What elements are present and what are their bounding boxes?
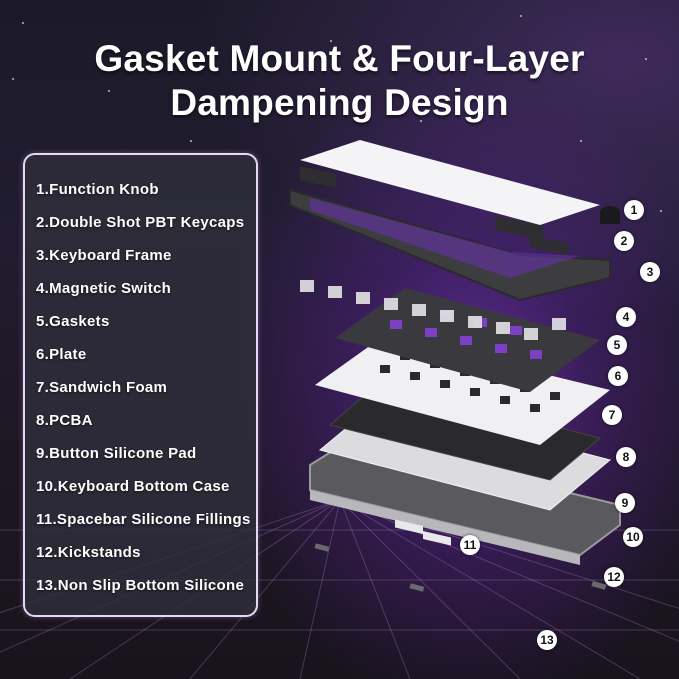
callout-badge-10: 10 [623, 527, 643, 547]
component-item-plate: 6.Plate [36, 346, 87, 363]
component-item-silicone-pad: 9.Button Silicone Pad [36, 445, 197, 462]
callout-badge-6: 6 [608, 366, 628, 386]
component-item-keycaps: 2.Double Shot PBT Keycaps [36, 214, 245, 231]
callout-badge-11: 11 [460, 535, 480, 555]
components-legend-panel: 1.Function Knob 2.Double Shot PBT Keycap… [23, 153, 258, 617]
component-item-switch: 4.Magnetic Switch [36, 280, 172, 297]
callout-badge-4: 4 [616, 307, 636, 327]
callout-badge-1: 1 [624, 200, 644, 220]
keyboard-exploded-view [280, 140, 640, 600]
component-item-gaskets: 5.Gaskets [36, 313, 110, 330]
component-item-pcba: 8.PCBA [36, 412, 93, 429]
callout-badge-13: 13 [537, 630, 557, 650]
callout-badge-7: 7 [602, 405, 622, 425]
callout-badge-9: 9 [615, 493, 635, 513]
components-list: 1.Function Knob 2.Double Shot PBT Keycap… [36, 173, 256, 602]
component-item-sandwich-foam: 7.Sandwich Foam [36, 379, 168, 396]
component-item-bottom-case: 10.Keyboard Bottom Case [36, 478, 230, 495]
headline-line-2: Dampening Design [170, 82, 509, 123]
callout-badge-8: 8 [616, 447, 636, 467]
headline-line-1: Gasket Mount & Four-Layer [94, 38, 585, 79]
callout-badge-3: 3 [640, 262, 660, 282]
component-item-frame: 3.Keyboard Frame [36, 247, 172, 264]
component-item-function-knob: 1.Function Knob [36, 181, 159, 198]
callout-badge-2: 2 [614, 231, 634, 251]
component-item-spacebar-fillings: 11.Spacebar Silicone Fillings [36, 511, 251, 528]
component-item-nonslip-silicone: 13.Non Slip Bottom Silicone [36, 577, 245, 594]
callout-badge-12: 12 [604, 567, 624, 587]
callout-badge-5: 5 [607, 335, 627, 355]
component-item-kickstands: 12.Kickstands [36, 544, 141, 561]
